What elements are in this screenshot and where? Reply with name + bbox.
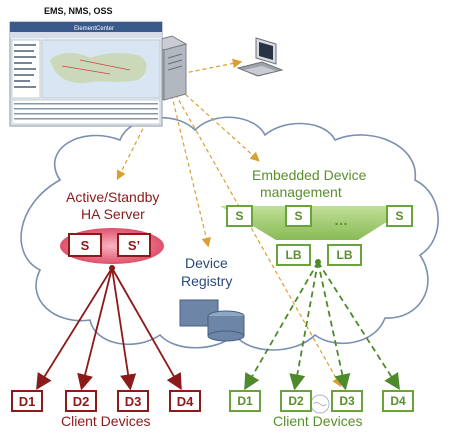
workstation-icon bbox=[236, 37, 284, 77]
client-devices-left-label: Client Devices bbox=[61, 413, 151, 429]
load-balancer-box-1: LB bbox=[276, 244, 311, 266]
load-balancer-funnel bbox=[220, 206, 412, 240]
ems-screenshot: ElementCenter bbox=[9, 21, 163, 127]
ha-client-links bbox=[36, 267, 182, 391]
client-device-right-3: D3 bbox=[331, 390, 363, 412]
ha-standby-server-box: S’ bbox=[117, 233, 151, 257]
client-device-right-2: D2 bbox=[280, 390, 312, 412]
client-device-left-2: D2 bbox=[65, 390, 97, 412]
embedded-server-box-2: S bbox=[285, 205, 312, 227]
embedded-label-line1: Embedded Device bbox=[252, 167, 367, 183]
client-device-left-4: D4 bbox=[169, 390, 201, 412]
embedded-server-box-3: S bbox=[386, 205, 413, 227]
ems-app-name: ElementCenter bbox=[74, 26, 114, 32]
embedded-ellipsis: … bbox=[334, 212, 348, 228]
ha-server-title-line2: HA Server bbox=[81, 206, 145, 222]
registry-label-line2: Registry bbox=[181, 273, 233, 289]
client-devices-right-label: Client Devices bbox=[273, 413, 363, 429]
client-device-right-1: D1 bbox=[229, 390, 261, 412]
page-title: EMS, NMS, OSS bbox=[44, 6, 113, 16]
client-device-right-4: D4 bbox=[382, 390, 414, 412]
registry-label-line1: Device bbox=[185, 255, 228, 271]
client-device-left-3: D3 bbox=[117, 390, 149, 412]
database-icon bbox=[179, 299, 245, 342]
load-balancer-box-2: LB bbox=[327, 244, 362, 266]
embedded-label-line2: management bbox=[260, 184, 342, 200]
ha-server-title-line1: Active/Standby bbox=[66, 189, 160, 205]
lb-client-links bbox=[244, 261, 400, 391]
ha-primary-server-box: S bbox=[68, 233, 102, 257]
embedded-server-box-1: S bbox=[226, 205, 253, 227]
watermark-logo bbox=[310, 394, 330, 414]
client-device-left-1: D1 bbox=[11, 390, 43, 412]
